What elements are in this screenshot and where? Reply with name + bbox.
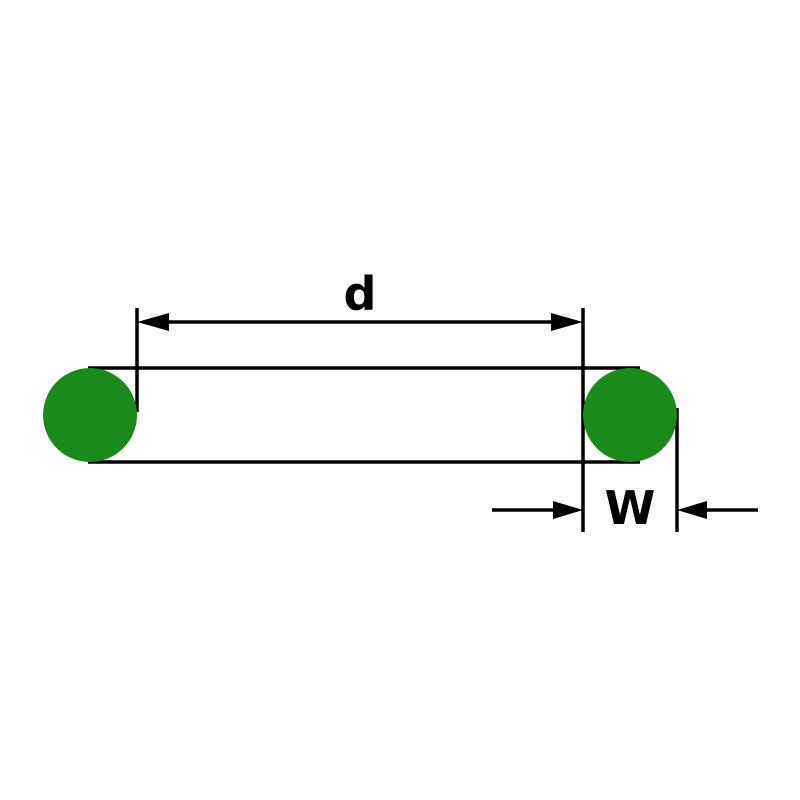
line-work [88,308,758,532]
oring-cross-section-left [43,368,137,462]
w-arrowhead-left [553,501,583,519]
w-label: W [605,481,656,535]
oring-cross-section-right [583,368,677,462]
arrowheads [137,313,707,519]
d-arrowhead-left [137,313,169,331]
d-label: d [344,267,377,321]
labels: d W [344,267,656,535]
w-arrowhead-right [677,501,707,519]
d-arrowhead-right [551,313,583,331]
